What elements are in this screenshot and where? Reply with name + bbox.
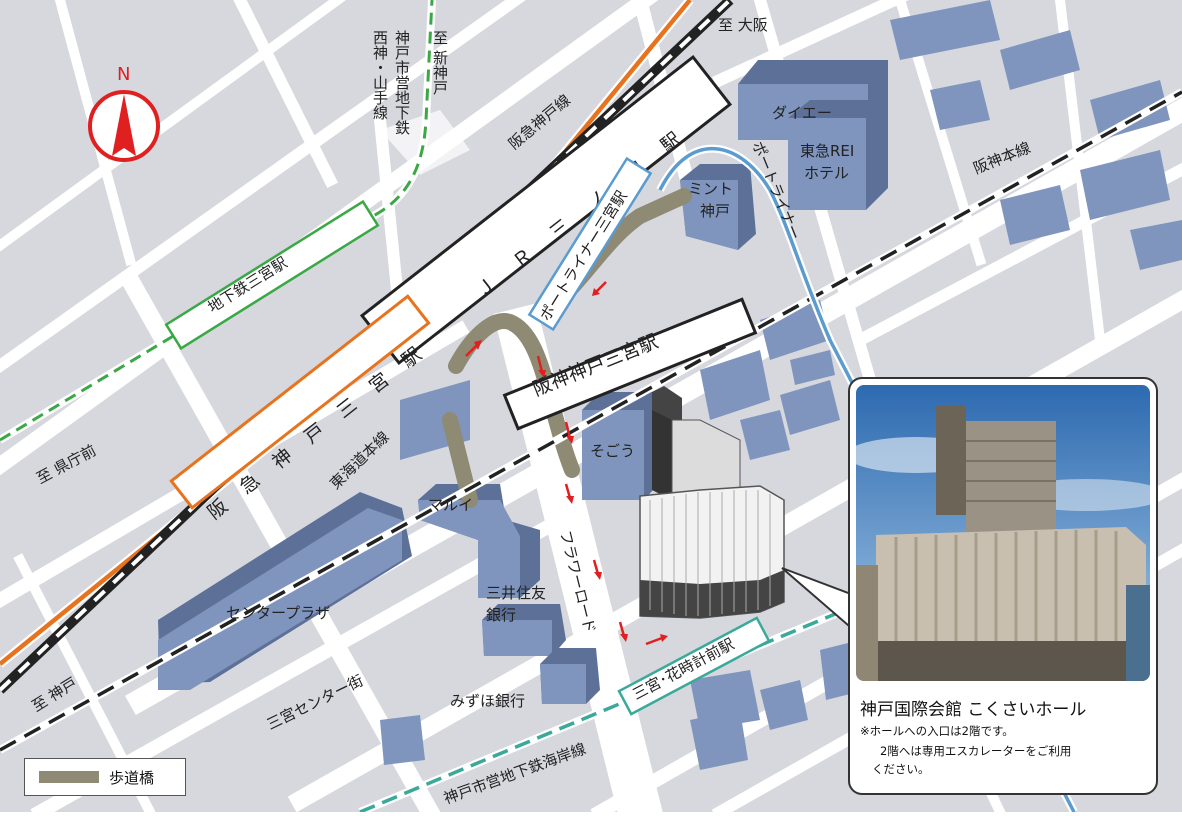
hanshin-line bbox=[0, 88, 1182, 754]
portliner-station bbox=[527, 156, 653, 332]
buildings bbox=[158, 0, 1182, 770]
mint-label-2: 神戸 bbox=[700, 202, 730, 220]
tokyu-rei-label-2: ホテル bbox=[804, 164, 849, 182]
center-plaza-label: センタープラザ bbox=[226, 604, 330, 622]
north-compass bbox=[88, 90, 160, 162]
legend: 歩道橋 bbox=[24, 758, 186, 796]
marui-label: マルイ bbox=[428, 496, 473, 514]
hall-note-3: ください。 bbox=[872, 762, 930, 776]
subway-seishin-label: 西神・山手線 bbox=[371, 30, 389, 120]
subway-station bbox=[164, 199, 380, 351]
direction-osaka: 至 大阪 bbox=[718, 16, 768, 34]
sogo-label: そごう bbox=[590, 442, 635, 460]
kokusai-kaikan-callout: 神戸国際会館 こくさいホール ※ホールへの入口は2階です。 2階へは専用エスカレ… bbox=[848, 377, 1158, 795]
mizuho-label: みずほ銀行 bbox=[450, 692, 525, 710]
hanshin-station bbox=[502, 297, 758, 431]
mitsui-label-1: 三井住友 bbox=[486, 584, 546, 602]
hall-title: 神戸国際会館 こくさいホール bbox=[860, 700, 1087, 720]
hall-note-2: 2階へは専用エスカレーターをご利用 bbox=[880, 744, 1072, 758]
subway-city-label: 神戸市営地下鉄 bbox=[393, 30, 411, 135]
legend-walkway-label: 歩道橋 bbox=[109, 769, 155, 787]
tokyu-rei-label-1: 東急REI bbox=[800, 142, 854, 160]
mitsui-label-2: 銀行 bbox=[486, 606, 516, 624]
port-liner-line bbox=[658, 147, 1076, 813]
seishin-yamate-line bbox=[0, 0, 436, 444]
kokusai-kaikan-photo bbox=[856, 385, 1150, 681]
kokusai-kaikan-building bbox=[639, 386, 785, 619]
hall-note-1: ※ホールへの入口は2階です。 bbox=[860, 724, 1014, 738]
north-label: N bbox=[117, 64, 130, 85]
hankyu-station bbox=[169, 294, 431, 510]
direction-shin-kobe: 至 新神戸 bbox=[431, 30, 449, 95]
legend-walkway-swatch bbox=[39, 771, 99, 783]
mint-label-1: ミント bbox=[688, 180, 733, 198]
route-arrows bbox=[465, 281, 668, 646]
daiei-label: ダイエー bbox=[772, 104, 832, 122]
hanadokei-station bbox=[617, 616, 771, 716]
